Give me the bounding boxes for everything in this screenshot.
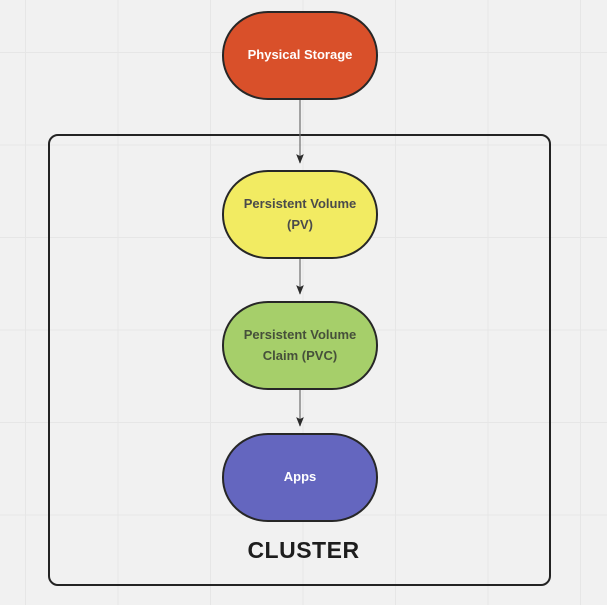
node-persistent-volume[interactable]: Persistent Volume (PV)	[222, 170, 378, 259]
node-persistent-volume-claim[interactable]: Persistent Volume Claim (PVC)	[222, 301, 378, 390]
node-persistent-volume-label: Persistent Volume (PV)	[243, 196, 357, 232]
node-apps-label: Apps	[283, 469, 317, 485]
node-physical-storage[interactable]: Physical Storage	[222, 11, 378, 100]
node-apps[interactable]: Apps	[222, 433, 378, 522]
node-persistent-volume-claim-label: Persistent Volume Claim (PVC)	[243, 327, 357, 363]
cluster-label: CLUSTER	[247, 537, 360, 563]
node-physical-storage-label: Physical Storage	[247, 47, 353, 63]
